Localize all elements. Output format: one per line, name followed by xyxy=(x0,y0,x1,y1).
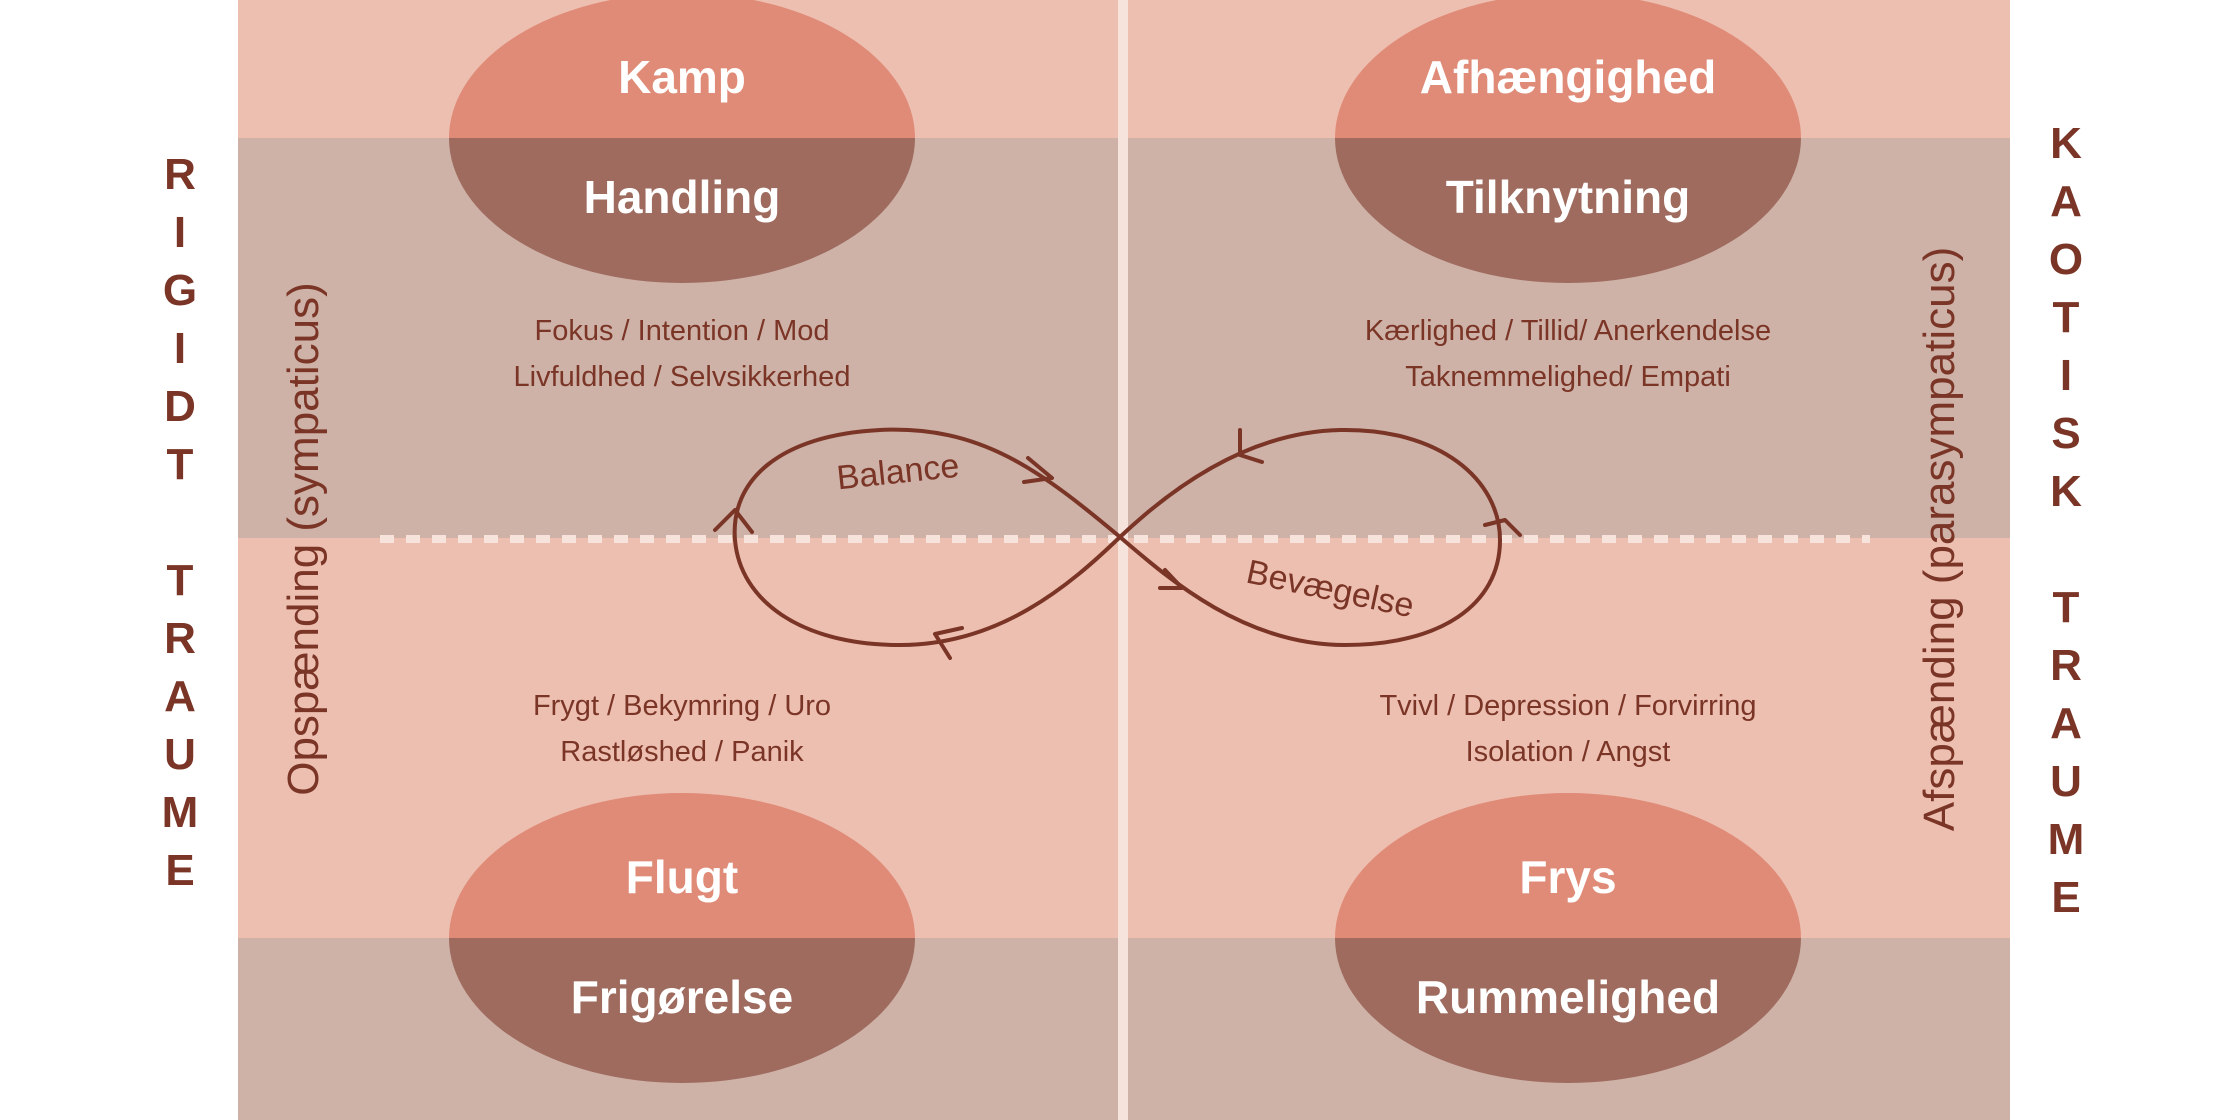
label-flugt: Flugt xyxy=(625,851,739,903)
title-letter: O xyxy=(2048,235,2084,284)
title-letter: M xyxy=(2047,815,2085,864)
title-letter: E xyxy=(165,846,195,895)
oval-top-left xyxy=(449,0,915,283)
traits-bottom-left: Frygt / Bekymring / Uro Rastløshed / Pan… xyxy=(402,683,962,775)
traits-top-left: Fokus / Intention / Mod Livfuldhed / Sel… xyxy=(402,308,962,400)
title-letter: I xyxy=(2059,351,2073,400)
label-handling: Handling xyxy=(583,171,781,223)
infinity-loop xyxy=(713,427,1522,660)
title-letter: I xyxy=(173,208,187,257)
title-letter: I xyxy=(173,324,187,373)
title-letter: R xyxy=(164,150,196,199)
trait-line: Fokus / Intention / Mod xyxy=(534,315,830,347)
trait-line: Livfuldhed / Selvsikkerhed xyxy=(513,361,851,393)
right-axis-label: Afspænding (parasympaticus) xyxy=(1915,246,1964,832)
title-letter: R xyxy=(2050,641,2082,690)
trait-line: Taknemmelighed/ Empati xyxy=(1405,361,1731,393)
title-letter: T xyxy=(2052,583,2080,632)
title-letter: R xyxy=(164,614,196,663)
oval-bottom-left xyxy=(449,793,915,1083)
label-afhaengighed: Afhængighed xyxy=(1419,51,1717,103)
trait-line: Rastløshed / Panik xyxy=(560,736,804,768)
title-letter: M xyxy=(161,788,199,837)
left-axis-label: Opspænding (sympaticus) xyxy=(279,282,328,796)
oval-bottom-right xyxy=(1335,793,1801,1083)
title-letter: K xyxy=(2050,119,2082,168)
title-letter: U xyxy=(164,730,196,779)
trait-line: Isolation / Angst xyxy=(1465,736,1671,768)
loop-label-right: Bevægelse xyxy=(1243,553,1417,626)
title-letter: S xyxy=(2051,409,2081,458)
title-letter: A xyxy=(2050,177,2082,226)
title-letter: U xyxy=(2050,757,2082,806)
title-letter: T xyxy=(2052,293,2080,342)
title-letter: A xyxy=(2050,699,2082,748)
label-frigoerelse: Frigørelse xyxy=(570,971,794,1023)
oval-top-right xyxy=(1335,0,1801,283)
trait-line: Tvivl / Depression / Forvirring xyxy=(1379,690,1757,722)
trait-line: Frygt / Bekymring / Uro xyxy=(532,690,832,722)
label-rummelighed: Rummelighed xyxy=(1415,971,1721,1023)
label-kamp: Kamp xyxy=(618,51,746,103)
loop-label-left: Balance xyxy=(835,447,961,498)
title-letter: T xyxy=(166,556,194,605)
title-letter: A xyxy=(164,672,196,721)
title-letter: T xyxy=(166,440,194,489)
label-tilknytning: Tilknytning xyxy=(1445,171,1691,223)
title-letter: K xyxy=(2050,467,2082,516)
traits-top-right: Kærlighed / Tillid/ Anerkendelse Taknemm… xyxy=(1288,308,1848,400)
traits-bottom-right: Tvivl / Depression / Forvirring Isolatio… xyxy=(1288,683,1848,775)
title-letter: E xyxy=(2051,873,2081,922)
title-letter: D xyxy=(164,382,196,431)
title-letter: G xyxy=(162,266,198,315)
trait-line: Kærlighed / Tillid/ Anerkendelse xyxy=(1364,315,1772,347)
center-divider xyxy=(1118,0,1128,1120)
label-frys: Frys xyxy=(1519,851,1617,903)
